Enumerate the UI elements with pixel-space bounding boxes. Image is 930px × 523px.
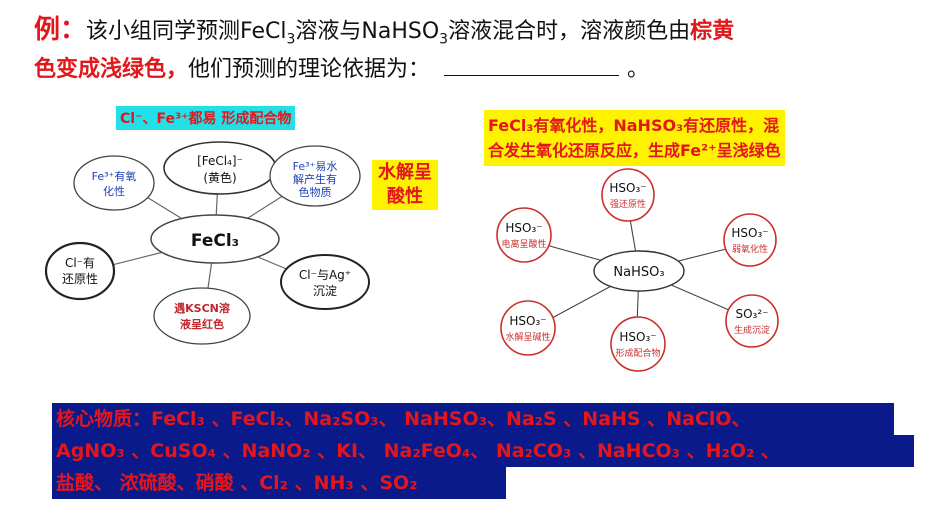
right-node-4-note: 水解呈碱性 (505, 331, 550, 343)
left-center-node (150, 214, 280, 264)
left-mind-map: FeCl₃ Fe³⁺有氧 化性 [FeCl₄]⁻ (黄色) Fe³⁺易水 解产生… (44, 141, 370, 345)
core-substances-box: 核心物质：FeCl₃ 、FeCl₂、Na₂SO₃、 NaHSO₃、Na₂S 、N… (52, 403, 914, 499)
answer-blank[interactable] (444, 57, 620, 76)
left-node-1-line2: 化性 (103, 184, 125, 198)
hydrolysis-tag: 水解呈酸性 (372, 160, 438, 210)
left-node-1-line1: Fe³⁺有氧 (92, 169, 137, 183)
left-node-5-line1: Cl⁻与Ag⁺ (299, 268, 351, 282)
left-node-5-line2: 沉淀 (313, 284, 337, 298)
core-line-3: 盐酸、 浓硫酸、硝酸 、Cl₂ 、NH₃ 、SO₂ (52, 467, 506, 499)
left-node-3-line1: Fe³⁺易水 (293, 160, 338, 173)
right-node-1-note: 强还原性 (610, 198, 646, 210)
left-center-label: FeCl₃ (191, 231, 239, 251)
right-node-4-formula: HSO₃⁻ (509, 314, 546, 328)
left-node-2-line2: (黄色) (203, 171, 236, 185)
left-node-3-line3: 色物质 (299, 185, 332, 199)
right-node-2-formula: HSO₃⁻ (505, 221, 542, 235)
right-node-1-formula: HSO₃⁻ (609, 181, 646, 195)
left-top-label: Cl⁻、Fe³⁺都易 形成配合物 (116, 106, 296, 130)
right-center-label: NaHSO₃ (613, 265, 664, 280)
left-node-4-line2: 还原性 (62, 272, 98, 286)
question-sub-a: 3 (286, 31, 296, 48)
question-text-a: 该小组同学预测FeCl (86, 19, 287, 44)
question-highlight-b: 色变成浅绿色， (34, 57, 189, 82)
right-top-label: FeCl₃有氧化性，NaHSO₃有还原性，混 合发生氧化还原反应，生成Fe²⁺呈… (484, 110, 785, 166)
right-mind-map: NaHSO₃ HSO₃⁻ 强还原性 HSO₃⁻ 电离呈酸性 HSO₃⁻ 弱氧化性… (496, 168, 779, 372)
question-text-d: 他们预测的理论依据为： (188, 57, 431, 82)
right-node-3-note: 弱氧化性 (732, 243, 768, 255)
left-node-6-line1: 遇KSCN溶 (174, 301, 230, 315)
question-line-2: 色变成浅绿色，他们预测的理论依据为： 。 (34, 54, 649, 86)
question-text-b: 溶液与NaHSO (295, 19, 440, 44)
left-node-6-line2: 液呈红色 (180, 317, 224, 331)
core-line-1: 核心物质：FeCl₃ 、FeCl₂、Na₂SO₃、 NaHSO₃、Na₂S 、N… (52, 403, 894, 435)
core-line-2: AgNO₃ 、CuSO₄ 、NaNO₂ 、KI、 Na₂FeO₄、 Na₂CO₃… (52, 435, 914, 467)
right-node-6-note: 生成沉淀 (734, 324, 770, 336)
question-text-c: 溶液混合时，溶液颜色由 (448, 19, 691, 44)
right-node-5-note: 形成配合物 (615, 347, 660, 359)
right-top-label-line2: 合发生氧化还原反应，生成Fe²⁺呈浅绿色 (488, 141, 781, 160)
right-node-3-formula: HSO₃⁻ (731, 226, 768, 240)
right-node-5-formula: HSO₃⁻ (619, 330, 656, 344)
question-highlight-a: 棕黄 (690, 19, 735, 44)
left-node-2-line1: [FeCl₄]⁻ (197, 154, 243, 168)
question-line-1: 例：该小组同学预测FeCl3溶液与NaHSO3溶液混合时，溶液颜色由棕黄 (34, 14, 734, 55)
right-node-6-formula: SO₃²⁻ (735, 307, 768, 321)
question-sub-b: 3 (439, 31, 449, 48)
left-node-4-line1: Cl⁻有 (65, 256, 95, 270)
question-end: 。 (627, 57, 650, 82)
question-label: 例： (34, 15, 87, 45)
right-top-label-line1: FeCl₃有氧化性，NaHSO₃有还原性，混 (488, 116, 780, 135)
left-node-3-line2: 解产生有 (293, 172, 337, 186)
right-node-2-note: 电离呈酸性 (501, 238, 546, 250)
